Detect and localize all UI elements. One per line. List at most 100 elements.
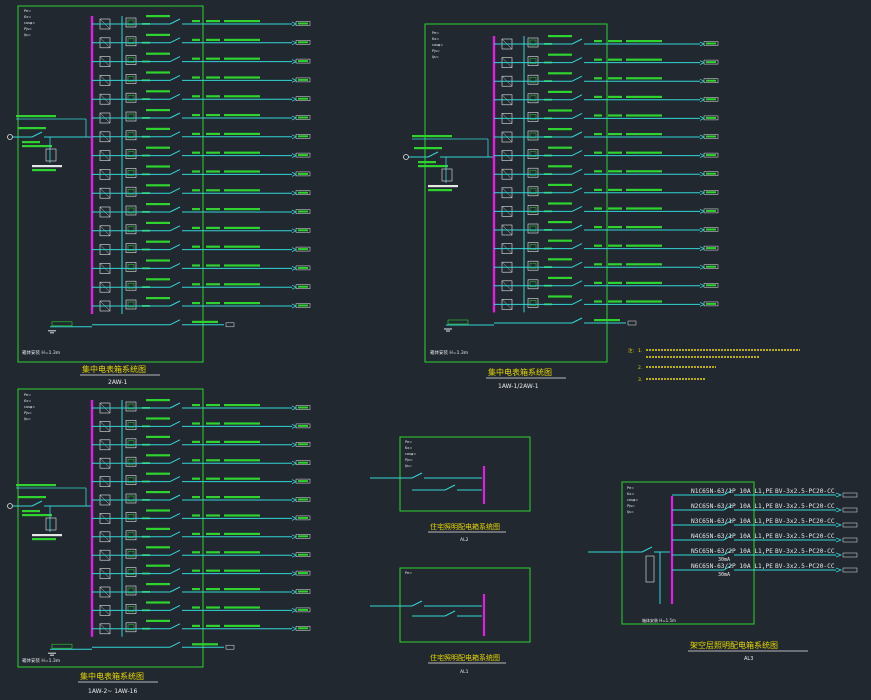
breaker-rating-label (548, 239, 572, 242)
cable-type (608, 263, 622, 266)
load-tag (295, 40, 311, 45)
meter-box (527, 74, 539, 85)
cable-spec (626, 151, 662, 154)
rcd-label (418, 165, 448, 168)
circuit-id (192, 302, 200, 305)
param-line: Kx= (24, 399, 31, 403)
breaker-symbol (723, 504, 733, 511)
cable-type (206, 551, 220, 554)
panel-2aw-1: Pe= Kx= cosφ= Pjs= Ijs= 箱体安装 H=1.3m 集中电表… (7, 5, 311, 386)
cable-type (206, 606, 220, 609)
panel-title: 住宅照明配电箱系统图 (430, 522, 500, 531)
breaker-symbol (169, 512, 181, 519)
breaker-symbol (571, 187, 583, 194)
load-label (706, 172, 716, 175)
load-label (298, 78, 308, 81)
load-label (706, 228, 716, 231)
cable-spec (224, 151, 260, 154)
meter-display (529, 207, 537, 213)
breaker-symbol (169, 476, 181, 483)
breaker-rating-label (22, 510, 40, 513)
load-label (706, 284, 716, 287)
breaker-rating-label (548, 35, 572, 38)
meter-box (527, 130, 539, 141)
panel-subtitle: 2AW-1 (108, 379, 127, 386)
load-label (298, 480, 308, 483)
meter-display (127, 151, 135, 157)
spare-label (192, 643, 218, 646)
meter-box (125, 205, 137, 216)
arrow-icon (835, 522, 843, 528)
load-tag (295, 134, 311, 139)
param-line: Pjs= (24, 27, 32, 31)
breaker-symbol (723, 519, 733, 526)
arrow-icon (291, 96, 297, 102)
cable-spec (224, 496, 260, 499)
load-tag (842, 492, 858, 498)
meter-display (127, 207, 135, 214)
breaker-rating-label (146, 15, 170, 18)
breaker-symbol (169, 319, 181, 326)
cable-type (206, 114, 220, 117)
load-label (706, 154, 716, 157)
meter-display (127, 188, 135, 195)
param-line: Pe= (24, 393, 31, 397)
arrow-icon (291, 303, 297, 309)
meter-display (529, 300, 537, 306)
incoming-feeder (7, 115, 92, 172)
meter-box (527, 93, 539, 104)
meter-display (529, 281, 537, 288)
load-tag (703, 301, 719, 307)
load-label (298, 553, 308, 556)
load-label (298, 304, 308, 307)
circuit-id (594, 281, 602, 284)
breaker-symbol (169, 187, 181, 194)
meter-box (125, 456, 137, 467)
breaker-symbol (411, 600, 423, 607)
breaker-rating-label (548, 221, 572, 224)
cable-spec (626, 226, 662, 229)
circuit-breaker-label: N6C65N-63/2P 10A L1,PE (691, 563, 773, 570)
breaker-symbol (169, 112, 181, 119)
breaker-rating-label (548, 258, 572, 261)
breaker-symbol (169, 56, 181, 63)
load-label (706, 302, 716, 305)
load-label (298, 191, 308, 194)
meter-box (125, 280, 137, 291)
breaker-rating-label (146, 184, 170, 187)
breaker-symbol (571, 317, 583, 324)
cable-spec (224, 114, 260, 117)
breaker-rating-label (146, 509, 170, 512)
breaker-rating-label (548, 109, 572, 112)
meter-display (529, 58, 537, 64)
param-line: Kx= (405, 446, 412, 450)
load-label (298, 248, 308, 251)
breaker-rating-label (146, 435, 170, 438)
load-tag (842, 507, 858, 513)
cable-spec (626, 188, 662, 191)
breaker-rating-label (146, 109, 170, 112)
rcd-label (22, 514, 52, 517)
meter-display (127, 94, 135, 101)
load-tag (225, 322, 235, 328)
breaker-rating-label (146, 472, 170, 475)
arrow-icon (699, 227, 705, 233)
load-tag (703, 283, 719, 288)
load-tag (295, 190, 311, 195)
spare-label (192, 320, 218, 323)
load-tag (295, 77, 311, 83)
param-line: Pjs= (627, 504, 635, 508)
arrow-icon (291, 460, 297, 466)
breaker-symbol (169, 244, 181, 251)
panel-subtitle: AL3 (744, 656, 753, 662)
cable-type (206, 20, 220, 23)
load-label (298, 627, 308, 630)
arrow-icon (699, 153, 705, 158)
circuit-id (192, 114, 200, 117)
panel-1aw-2-16: Pe= Kx= cosφ= Pjs= Ijs= 箱体安装 H=1.3m 集中电表… (7, 388, 311, 695)
meter-box (125, 585, 137, 596)
breaker-symbol (571, 298, 583, 305)
cable-type (206, 170, 220, 173)
circuit-id (594, 244, 602, 247)
breaker-symbol (169, 150, 181, 157)
